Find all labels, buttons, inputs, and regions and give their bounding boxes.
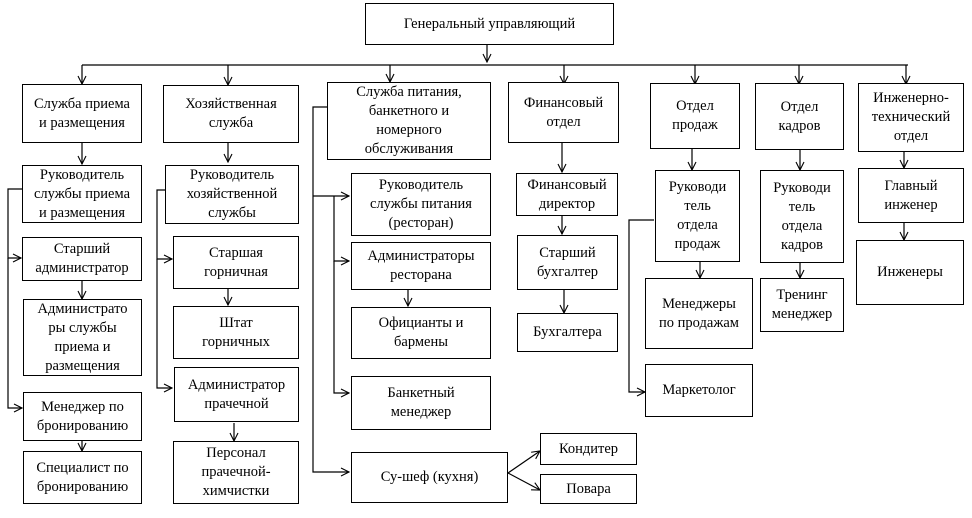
node-chief-engineer: Главный инженер <box>858 168 964 223</box>
node-training-manager: Тренинг менеджер <box>760 278 844 332</box>
connector-food-branch <box>312 106 349 472</box>
node-reception-service: Служба приема и размещения <box>22 84 142 143</box>
node-senior-maid: Старшая горничная <box>173 236 299 289</box>
node-marketer: Маркетолог <box>645 364 753 417</box>
node-sales-dept: Отдел продаж <box>650 83 740 149</box>
node-hr-head: Руководи тель отдела кадров <box>760 170 844 263</box>
node-maid-staff: Штат горничных <box>173 306 299 359</box>
node-housekeeping-head: Руководитель хозяйственной службы <box>165 165 299 224</box>
node-food-service: Служба питания, банкетного и номерного о… <box>327 82 491 160</box>
connector-reception-branch <box>7 188 22 258</box>
connector-food-banquet <box>333 261 349 393</box>
node-banquet-manager: Банкетный менеджер <box>351 376 491 430</box>
node-cooks: Повара <box>540 474 637 504</box>
node-senior-administrator: Старший администратор <box>22 237 142 281</box>
connector-housekeeping-laundry <box>156 259 172 388</box>
node-sales-head: Руководи тель отдела продаж <box>655 170 740 262</box>
node-booking-specialist: Специалист по бронированию <box>23 451 142 504</box>
connector-souschef-confectioner <box>507 451 540 474</box>
node-engineers: Инженеры <box>856 240 964 305</box>
node-accountants: Бухгалтера <box>517 313 618 352</box>
node-reception-head: Руководитель службы приема и размещения <box>22 165 142 223</box>
connector-food-sub <box>333 196 349 261</box>
node-waiters-bartenders: Официанты и бармены <box>351 307 491 359</box>
node-engineering-dept: Инженерно- технический отдел <box>858 83 964 152</box>
node-booking-manager: Менеджер по бронированию <box>23 392 142 441</box>
node-confectioner: Кондитер <box>540 433 637 465</box>
node-general-manager: Генеральный управляющий <box>365 3 614 45</box>
node-sales-managers: Менеджеры по продажам <box>645 278 753 349</box>
connector-souschef-cooks <box>507 472 540 490</box>
node-finance-director: Финансовый директор <box>516 173 618 216</box>
node-reception-administrators: Администрато ры службы приема и размещен… <box>23 299 142 376</box>
node-sous-chef: Су-шеф (кухня) <box>351 452 508 503</box>
node-laundry-admin: Администратор прачечной <box>174 367 299 422</box>
node-hr-dept: Отдел кадров <box>755 83 844 150</box>
node-finance-dept: Финансовый отдел <box>508 82 619 143</box>
node-chief-accountant: Старший бухгалтер <box>517 235 618 290</box>
node-restaurant-admins: Администраторы ресторана <box>351 242 491 290</box>
connector-reception-booking <box>7 258 22 408</box>
node-laundry-staff: Персонал прачечной- химчистки <box>173 441 299 504</box>
node-food-head: Руководитель службы питания (ресторан) <box>351 173 491 236</box>
node-housekeeping: Хозяйственная служба <box>163 85 299 143</box>
